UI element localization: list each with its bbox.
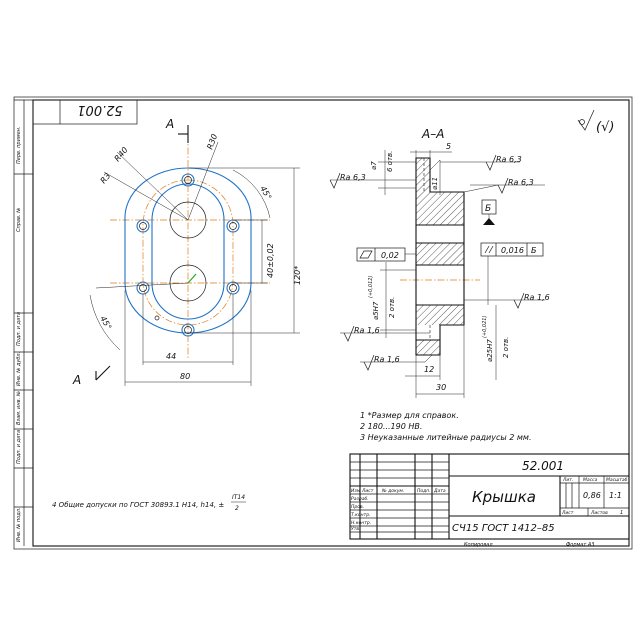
note-3: 3 Неуказанные литейные радиусы 2 мм.	[360, 433, 532, 442]
rotated-stamp-text: 52.001	[77, 102, 123, 117]
dim-5: 5	[446, 142, 451, 151]
inner-frame	[32, 99, 630, 547]
parallelism-value: 0,016	[501, 246, 524, 255]
svg-text:Масса: Масса	[583, 477, 598, 483]
section-title: А–А	[421, 127, 444, 141]
svg-text:№ докум.: № докум.	[381, 488, 404, 494]
parallelism-datum: Б	[531, 246, 537, 255]
dim-6-holes: 6 отв.	[386, 151, 394, 172]
margin-label-sign-date-1: Подп. и дата	[16, 312, 22, 346]
left-margin-strips: Перв. примен. Справ. № Подп. и дата Инв.…	[14, 99, 33, 546]
view-marker-top: A	[165, 117, 174, 131]
dim-phi5-tol: (+0,012)	[368, 276, 374, 298]
margin-label-orig-no: Инв. № подл.	[16, 508, 22, 543]
margin-label-ref-no: Справ. №	[16, 208, 22, 232]
ra-top-2: Ra 6,3	[508, 178, 534, 187]
designation: 52.001	[522, 459, 564, 473]
section-view: А–А 5 ⌀7 6 отв. ⌀11 Ra	[329, 127, 550, 398]
svg-text:Копировал: Копировал	[464, 542, 493, 548]
dim-120: 120*	[293, 266, 302, 285]
margin-label-dup-no: Инв. № дубл.	[16, 352, 22, 386]
svg-text:Лит.: Лит.	[562, 477, 573, 483]
svg-text:Листов: Листов	[590, 510, 608, 516]
lower-bore	[169, 264, 207, 302]
svg-text:Изм: Изм	[351, 488, 361, 494]
ra-right-16: Ra 1,6	[524, 293, 550, 302]
sheets-value: 1	[620, 510, 623, 516]
svg-text:Формат А3: Формат А3	[566, 542, 594, 548]
bolt-holes	[136, 173, 240, 337]
dim-r40: R40	[113, 145, 130, 163]
flatness-value: 0,02	[381, 251, 399, 260]
dim-44: 44	[166, 352, 176, 361]
rotated-stamp: 52.001	[32, 99, 138, 125]
svg-text:Пров.: Пров.	[351, 504, 364, 510]
general-tolerance-note: 4 Общие допуски по ГОСТ 30893.1 H14, h14…	[52, 494, 246, 512]
ra-left: Ra 6,3	[340, 173, 366, 182]
dim-angle-top: 45°	[258, 185, 273, 202]
datum-letter: Б	[485, 204, 491, 214]
svg-text:Дата: Дата	[433, 488, 446, 494]
technical-notes: 1 *Размер для справок. 2 180...190 HB. 3…	[360, 411, 532, 442]
dim-30: 30	[436, 383, 446, 392]
dim-phi11: ⌀11	[431, 177, 439, 190]
svg-text:IT14: IT14	[232, 494, 245, 501]
dim-12: 12	[424, 365, 434, 374]
dim-angle-left: 45°	[98, 315, 113, 332]
dim-r3: R3	[99, 171, 113, 185]
dim-phi5: ⌀5H7	[372, 301, 380, 320]
front-view: R40 R3 R30 45° 45° 40±0,02 120* 44 80 A	[72, 117, 302, 387]
material: СЧ15 ГОСТ 1412–85	[452, 523, 555, 534]
svg-text:Лист: Лист	[361, 488, 374, 494]
scale-value: 1:1	[609, 491, 622, 500]
dim-r30: R30	[205, 133, 219, 151]
note-2: 2 180...190 HB.	[360, 422, 422, 431]
svg-text:Подп.: Подп.	[417, 488, 431, 494]
roughness-general: (√)	[577, 109, 614, 135]
margin-label-sign-date-2: Подп. и дата	[16, 430, 22, 464]
svg-text:Т.контр.: Т.контр.	[351, 512, 371, 518]
view-marker-bottom: A	[72, 373, 81, 387]
svg-text:2: 2	[235, 505, 239, 512]
title-block: Изм Лист № докум. Подп. Дата Разраб. Про…	[349, 453, 630, 548]
svg-text:Масштаб: Масштаб	[606, 477, 628, 483]
svg-text:4 Общие допуски по ГОСТ 30893: 4 Общие допуски по ГОСТ 30893.1 H14, h14…	[52, 501, 224, 509]
margin-label-first-use: Перв. примен.	[16, 126, 22, 164]
upper-bore	[169, 201, 207, 239]
part-name: Крышка	[472, 488, 536, 506]
ra-left-16a: Ra 1,6	[354, 326, 380, 335]
margin-label-replace-no: Взам. инв. №	[16, 391, 22, 425]
dim-phi7: ⌀7	[370, 161, 378, 170]
dim-phi25-tol: (+0,021)	[482, 316, 488, 338]
svg-text:Н.контр.: Н.контр.	[351, 520, 371, 526]
mass-value: 0,86	[583, 491, 601, 500]
ra-left-16b: Ra 1,6	[374, 355, 400, 364]
svg-text:Лист: Лист	[561, 510, 574, 516]
svg-text:(√): (√)	[596, 120, 614, 135]
outer-border	[13, 96, 633, 550]
note-1: 1 *Размер для справок.	[360, 411, 459, 420]
svg-text:Утв.: Утв.	[351, 526, 360, 532]
dim-phi25: ⌀25H7	[486, 339, 494, 362]
svg-text:Разраб.: Разраб.	[351, 496, 369, 502]
dim-80: 80	[180, 372, 190, 381]
inner-contour	[151, 183, 225, 320]
dim-2-holes-a: 2 отв.	[388, 297, 396, 318]
dim-40: 40±0,02	[266, 243, 275, 278]
ra-top-1: Ra 6,3	[496, 155, 522, 164]
dim-2-holes-b: 2 отв.	[502, 337, 510, 358]
